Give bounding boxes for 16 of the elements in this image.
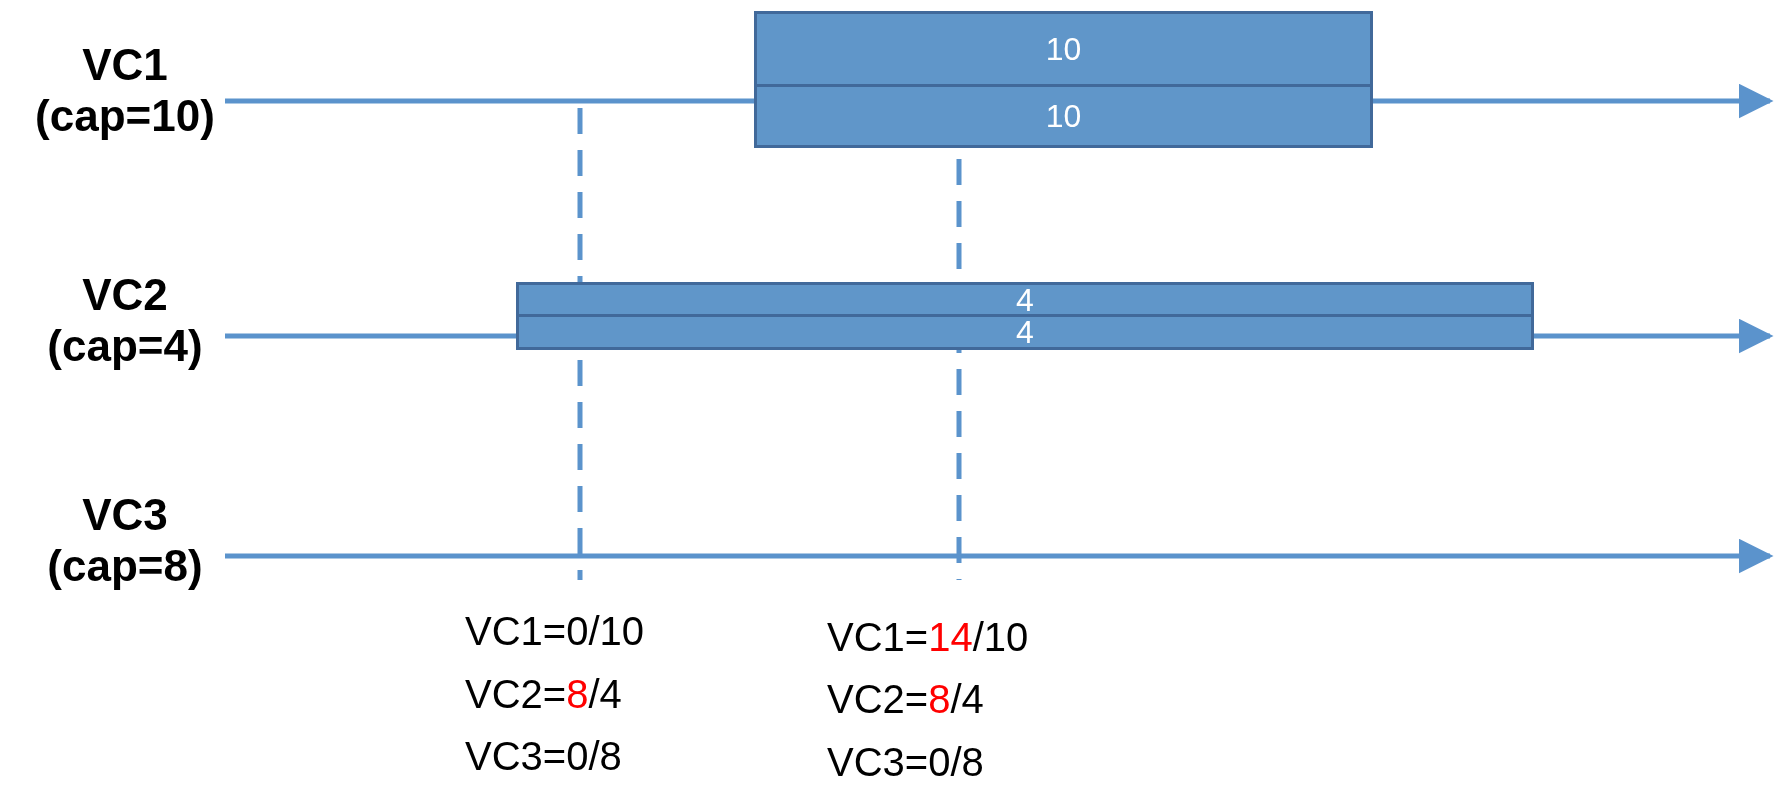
bar-value: 10 — [1045, 100, 1082, 132]
channel-label: VC1 (cap=10) — [34, 40, 216, 142]
occupancy-value: VC1=0/10 — [465, 611, 645, 651]
channel-label: VC3 (cap=8) — [46, 490, 204, 592]
allocation-bar-segment — [516, 314, 1534, 350]
occupancy-value: VC3=0/8 — [827, 742, 984, 782]
occupancy-value: VC3=0/8 — [465, 736, 622, 776]
channel-label: VC2 (cap=4) — [46, 270, 204, 372]
allocation-bar-segment — [754, 11, 1373, 87]
bar-value: 4 — [1016, 283, 1034, 316]
occupancy-value: VC1=14/10 — [827, 617, 1029, 657]
occupancy-value: VC2=8/4 — [465, 674, 622, 714]
bar-value: 4 — [1016, 316, 1034, 348]
bar-value: 10 — [1045, 33, 1082, 65]
allocation-bar-segment — [754, 84, 1373, 148]
occupancy-value: VC2=8/4 — [827, 679, 984, 719]
